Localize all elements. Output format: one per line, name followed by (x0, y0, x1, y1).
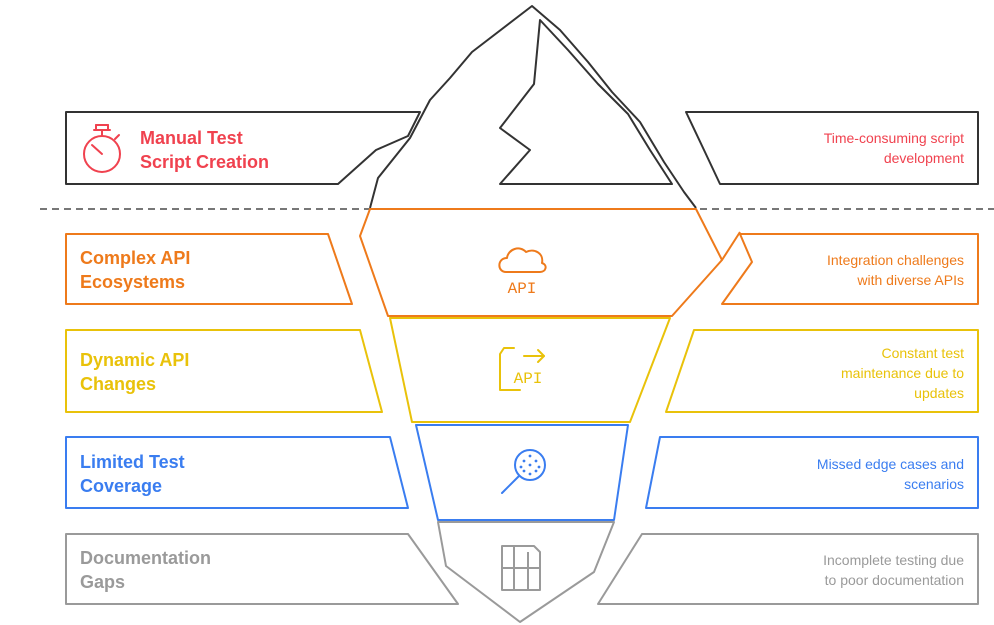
iceberg-section-limited (415, 424, 629, 521)
iceberg-section-dynamic (389, 317, 671, 423)
cloud-api-icon: API (498, 247, 547, 298)
box-left-complex (65, 233, 353, 305)
layer-label-docs: Documentation Gaps (80, 548, 212, 592)
layer-description-dynamic: Constant test maintenance due to updates (841, 345, 964, 401)
box-right-dynamic (665, 329, 979, 413)
layer-description-docs: Incomplete testing due to poor documenta… (823, 552, 964, 588)
box-right-manual (685, 111, 979, 185)
box-right-limited (645, 436, 979, 509)
box-left-limited (65, 436, 409, 509)
layer-label-manual: Manual Test Script Creation (140, 128, 270, 172)
box-left-manual (65, 111, 421, 185)
layer-label-limited: Limited Test Coverage (80, 452, 185, 496)
layer-description-complex: Integration challenges with diverse APIs (827, 252, 964, 288)
box-right-docs (597, 533, 979, 605)
api-document-icon: API (499, 347, 545, 391)
cloud-api-icon-text: API (508, 280, 537, 298)
iceberg-right-edge (721, 231, 741, 261)
layer-label-dynamic: Dynamic API Changes (80, 350, 190, 394)
api-document-icon-text: API (514, 370, 543, 388)
iceberg-section-docs (437, 521, 615, 623)
box-left-docs (65, 533, 459, 605)
iceberg-section-complex (359, 208, 723, 317)
box-right-complex (721, 233, 979, 305)
layer-description-limited: Missed edge cases and scenarios (816, 456, 964, 492)
layer-description-manual: Time-consuming script development (823, 130, 964, 166)
magnifier-icon (501, 449, 546, 494)
box-left-dynamic (65, 329, 383, 413)
document-grid-icon (501, 545, 541, 591)
iceberg-tip (369, 5, 697, 209)
layer-label-complex: Complex API Ecosystems (80, 248, 191, 292)
stopwatch-icon (83, 124, 121, 173)
